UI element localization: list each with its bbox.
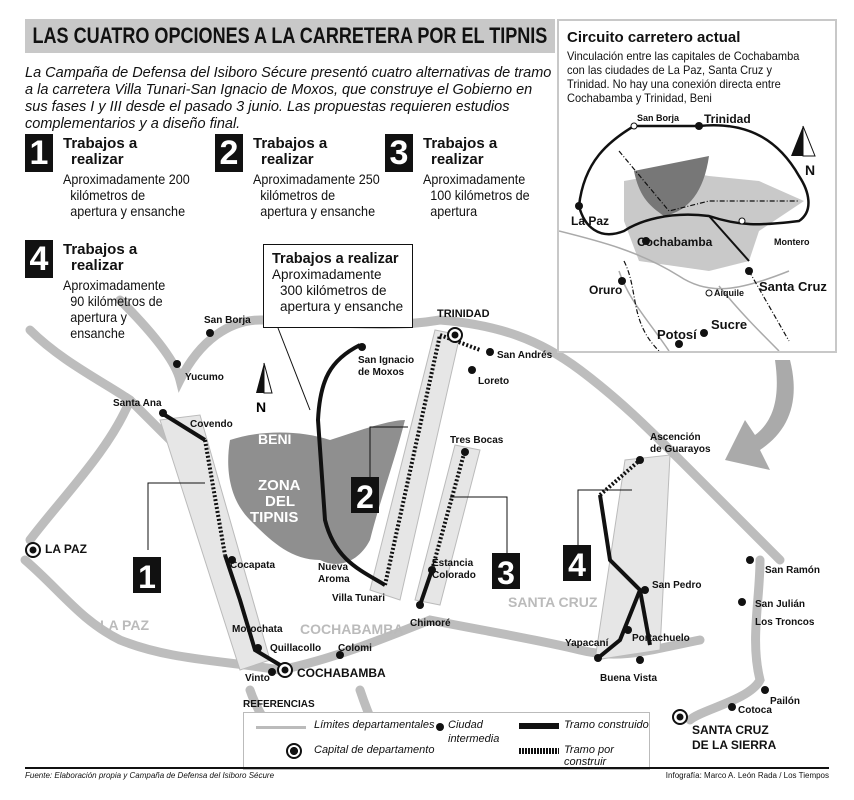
marker-1: 1: [138, 559, 156, 595]
map-label-villa-tunari: Villa Tunari: [332, 593, 385, 604]
footer-divider: [25, 767, 829, 769]
roads-to-build: [203, 332, 642, 586]
map-label-yapacani: Yapacaní: [565, 638, 610, 649]
page-title: LAS CUATRO OPCIONES A LA CARRETERA POR E…: [32, 23, 548, 48]
north-label: N: [256, 399, 266, 415]
map-label-san-ignacio2: de Moxos: [358, 367, 405, 378]
map-label-la-paz-city: LA PAZ: [45, 542, 87, 556]
map-label-ascencion1: Ascención: [650, 432, 701, 443]
map-label-tres-bocas: Tres Bocas: [450, 435, 504, 446]
title-bar: LAS CUATRO OPCIONES A LA CARRETERA POR E…: [25, 19, 555, 53]
map-label-zona2: DEL: [265, 493, 295, 510]
north-arrow: N: [256, 362, 273, 415]
city-dot-icon: [436, 723, 444, 731]
tipnis-zone: [228, 420, 405, 564]
map-label-cochabamba: Cochabamba: [637, 235, 713, 249]
map-label-los-troncos: Los Troncos: [755, 617, 815, 628]
callout-box: Trabajos a realizar Aproximadamente 300 …: [263, 244, 413, 328]
road-to-build-icon: [519, 748, 559, 754]
map-label-ascencion2: de Guarayos: [650, 444, 711, 455]
inset-north-label: N: [805, 162, 815, 178]
map-label-cotoca: Cotoca: [738, 705, 772, 716]
map-label-la-paz-dept: LA PAZ: [100, 617, 149, 633]
map-label-estancia2: Colorado: [432, 570, 476, 581]
map-label-aiquile: Aiquile: [714, 288, 744, 298]
inset-description: Vinculación entre las capitales de Cocha…: [567, 49, 800, 105]
option-number: 2: [215, 134, 243, 172]
map-label-pailon: Pailón: [770, 696, 800, 707]
map-label-beni: BENI: [258, 431, 291, 447]
tipnis-region: [634, 156, 709, 216]
map-label-trinidad: Trinidad: [704, 112, 751, 126]
map-label-estancia1: Estancia: [432, 558, 474, 569]
map-label-vinto: Vinto: [245, 673, 270, 684]
map-label-nueva-aroma1: Nueva: [318, 562, 348, 573]
map-label-la-paz: La Paz: [571, 214, 609, 228]
credit-note: Infografía: Marco A. León Rada / Los Tie…: [665, 771, 829, 780]
map-label-cocapata: Cocapata: [230, 560, 275, 571]
map-label-santa-cruz-dept: SANTA CRUZ: [508, 594, 598, 610]
map-label-cochabamba-dept: COCHABAMBA: [300, 621, 403, 637]
map-label-cochabamba-city: COCHABAMBA: [297, 666, 386, 680]
source-note: Fuente: Elaboración propia y Campaña de …: [25, 771, 275, 780]
marker-2: 2: [356, 479, 374, 515]
capital-icon: [286, 743, 302, 759]
legend-title: REFERENCIAS: [243, 699, 315, 710]
map-label-san-pedro: San Pedro: [652, 580, 701, 591]
map-label-morochata: Morochata: [232, 624, 283, 635]
built-roads: [158, 343, 652, 670]
option-number: 3: [385, 134, 413, 172]
map-label-santa-cruz: Santa Cruz: [759, 279, 827, 294]
map-label-sucre: Sucre: [711, 317, 747, 332]
map-label-san-andres: San Andrés: [497, 350, 553, 361]
map-label-nueva-aroma2: Aroma: [318, 574, 350, 585]
map-label-santa-ana: Santa Ana: [113, 398, 162, 409]
map-label-san-ignacio1: San Ignacio: [358, 355, 414, 366]
map-label-scz1: SANTA CRUZ: [692, 723, 769, 737]
map-label-san-borja: San Borja: [637, 113, 680, 123]
map-label-trinidad: TRINIDAD: [437, 308, 490, 320]
map-label-oruro: Oruro: [589, 283, 622, 297]
route-corridors: [159, 329, 671, 671]
map-label-zona1: ZONA: [258, 477, 301, 494]
city-dots: [159, 329, 769, 711]
map-label-potosi: Potosí: [657, 327, 697, 342]
map-label-colomi: Colomi: [338, 643, 372, 654]
map-label-covendo: Covendo: [190, 419, 233, 430]
inset-map: N San Borja Trinidad La Paz Cochabamba M…: [559, 112, 827, 351]
map-label-buena-vista: Buena Vista: [600, 673, 657, 684]
leader-lines: [147, 327, 632, 553]
inset-map-panel: Circuito carretero actual Vinculación en…: [557, 19, 837, 353]
map-label-san-borja: San Borja: [204, 315, 251, 326]
map-label-yucumo: Yucumo: [185, 372, 224, 383]
map-label-san-julian: San Julián: [755, 599, 805, 610]
boundary-line-icon: [256, 726, 306, 729]
inset-pointer-arrow: [725, 360, 794, 470]
map-label-san-ramon: San Ramón: [765, 565, 820, 576]
map-labels: San Borja Yucumo Santa Ana Covendo BENI …: [45, 308, 820, 752]
intro-text: La Campaña de Defensa del Isiboro Sécure…: [25, 65, 552, 132]
inset-title: Circuito carretero actual: [567, 29, 741, 46]
map-label-chimore: Chimoré: [410, 618, 451, 629]
built-road-icon: [519, 723, 559, 729]
map-label-portachuelo: Portachuelo: [632, 633, 690, 644]
option-number: 4: [25, 240, 53, 278]
map-label-loreto: Loreto: [478, 376, 509, 387]
map-label-montero: Montero: [774, 237, 810, 247]
marker-3: 3: [497, 555, 515, 591]
marker-4: 4: [568, 547, 586, 583]
map-label-quillacollo: Quillacollo: [270, 643, 321, 654]
map-label-scz2: DE LA SIERRA: [692, 738, 777, 752]
option-number: 1: [25, 134, 53, 172]
map-label-zona3: TIPNIS: [250, 509, 298, 526]
legend: Límites departamentales Capital de depar…: [243, 712, 650, 770]
map-markers: 1 2 3 4: [133, 477, 591, 595]
